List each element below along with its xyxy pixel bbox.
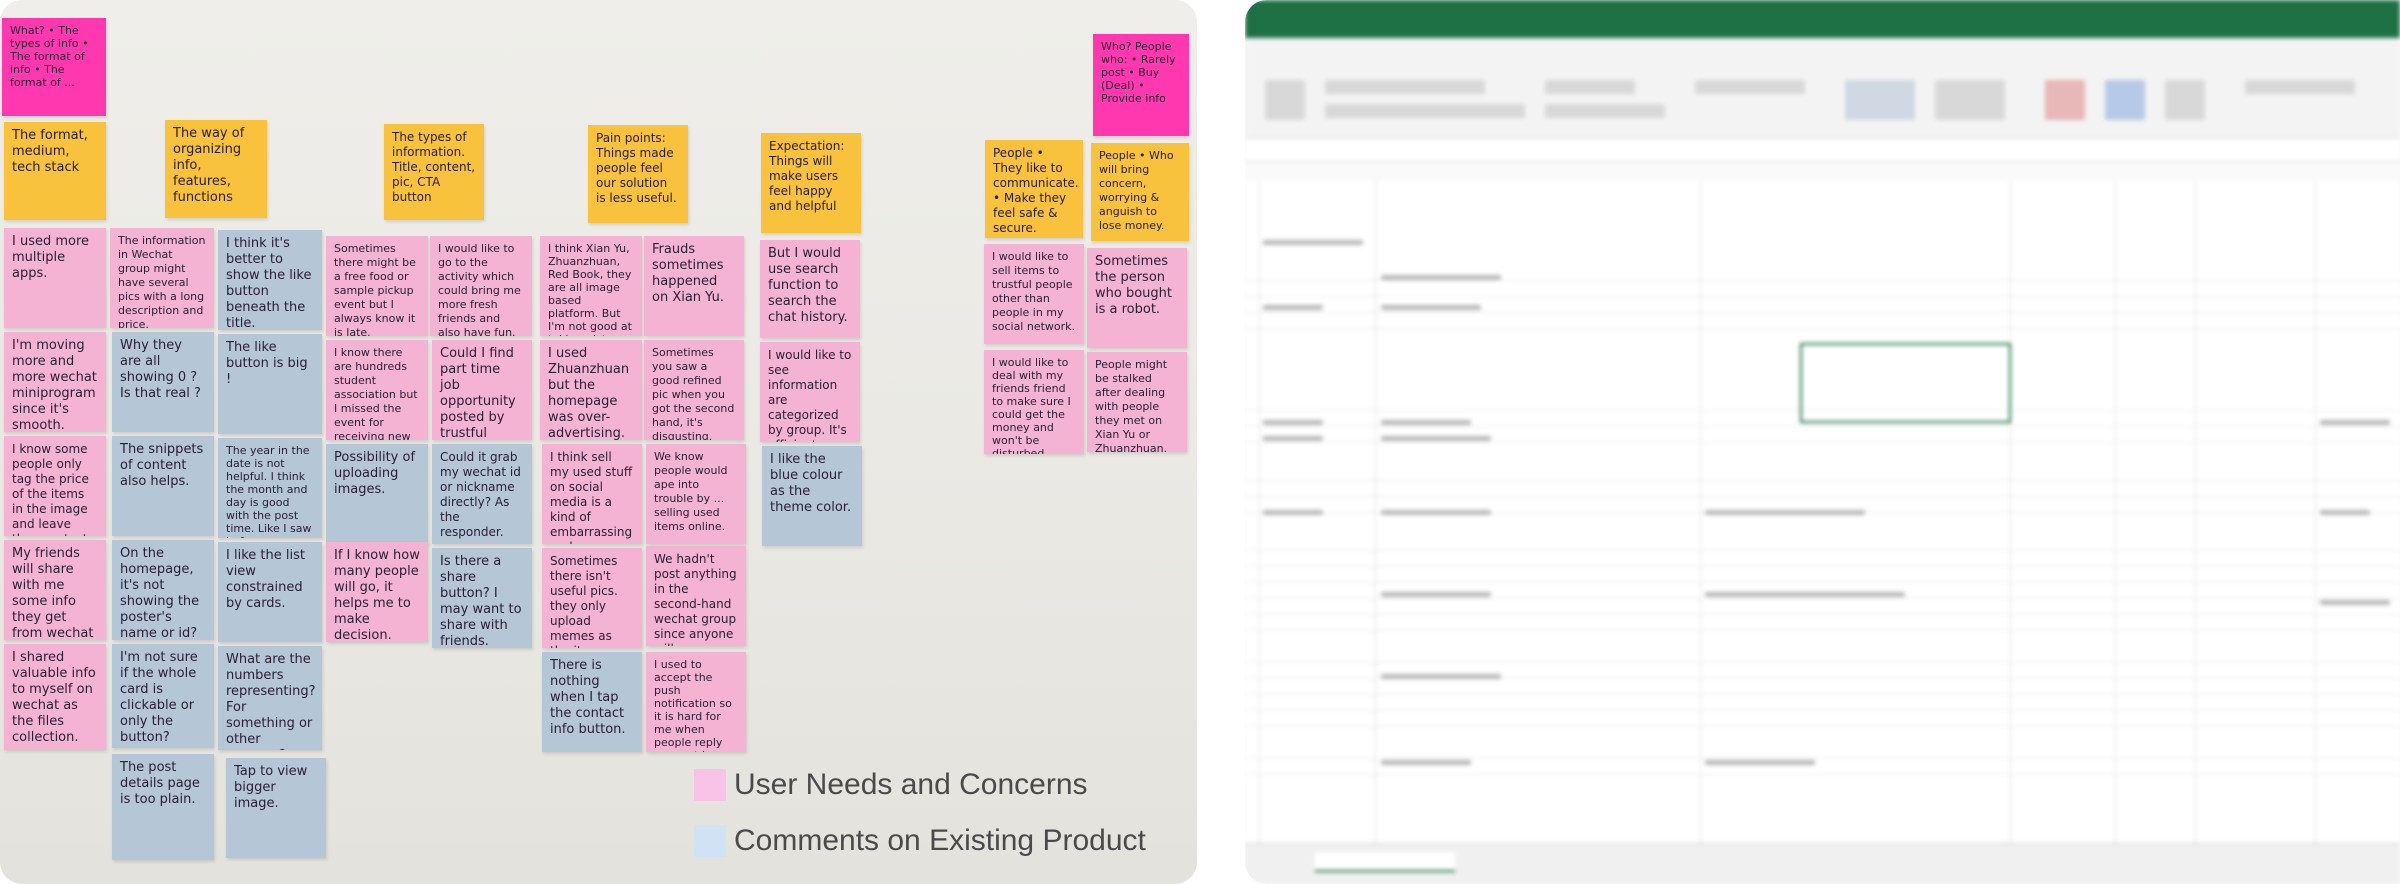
- note-comment: On the homepage, it's not showing the po…: [112, 540, 214, 640]
- note-need: Could I find part time job opportunity p…: [432, 340, 532, 440]
- legend-swatch-needs: [694, 769, 726, 801]
- affinity-wall-photo: What? • The types of info • The format o…: [0, 0, 1197, 884]
- note-comment: I like the list view constrained by card…: [218, 542, 322, 642]
- spreadsheet-blurred-content: [1245, 0, 2400, 884]
- note-need: Sometimes there might be a free food or …: [326, 236, 428, 336]
- note-need: Sometimes the person who bought is a rob…: [1087, 248, 1187, 348]
- note-need: If I know how many people will go, it he…: [326, 542, 428, 642]
- note-need: I would like to see information are cate…: [760, 342, 860, 442]
- note-need: But I would use search function to searc…: [760, 240, 860, 338]
- note-need: People might be stalked after dealing wi…: [1087, 352, 1187, 452]
- note-way: The way of organizing info, features, fu…: [165, 120, 267, 218]
- legend-item-comments: Comments on Existing Product: [694, 824, 1146, 858]
- note-need: I would like to go to the activity which…: [430, 236, 532, 336]
- note-comment: I think it's better to show the like but…: [218, 230, 322, 330]
- spreadsheet-sheet-tabs: [1245, 843, 2400, 884]
- note-need: I would like to sell items to trustful p…: [984, 244, 1084, 344]
- selected-cell: [1800, 343, 2011, 423]
- note-comment: Possibility of uploading images.: [326, 444, 428, 544]
- legend-label-comments: Comments on Existing Product: [734, 824, 1146, 857]
- note-comment: Could it grab my wechat id or nickname d…: [432, 444, 532, 544]
- legend-label-needs: User Needs and Concerns: [734, 768, 1088, 801]
- sheet-tab: [1315, 852, 1455, 872]
- note-need: I know some people only tag the price of…: [4, 436, 106, 536]
- note-need: The information in Wechat group might ha…: [110, 228, 214, 328]
- note-expectation: Expectation: Things will make users feel…: [761, 133, 861, 233]
- note-people-communicate: People • They like to communicate. • Mak…: [985, 140, 1083, 238]
- note-need: I think sell my used stuff on social med…: [542, 444, 642, 544]
- legend-swatch-comments: [694, 825, 726, 857]
- note-need: Frauds sometimes happened on Xian Yu.: [644, 236, 744, 336]
- note-need: Sometimes there isn't useful pics. they …: [542, 548, 642, 648]
- spreadsheet-ribbon-tabs: [1245, 38, 2400, 68]
- note-comment: The year in the date is not helpful. I t…: [218, 438, 322, 538]
- note-types: The types of information. Title, content…: [384, 124, 484, 220]
- note-pain-points: Pain points: Things made people feel our…: [588, 125, 688, 223]
- spreadsheet-grid: [1245, 180, 2400, 844]
- note-need: I used to accept the push notification s…: [646, 652, 746, 752]
- spreadsheet-titlebar: [1245, 0, 2400, 38]
- note-need: Sometimes you saw a good refined pic whe…: [644, 340, 744, 440]
- note-comment: Is there a share button? I may want to s…: [432, 548, 532, 648]
- note-comment: I'm not sure if the whole card is clicka…: [112, 644, 214, 748]
- note-need: I used more multiple apps.: [4, 228, 106, 328]
- note-need: I know there are hundreds student associ…: [326, 340, 428, 440]
- legend: User Needs and Concerns Comments on Exis…: [694, 768, 1146, 880]
- note-need: I think Xian Yu, Zhuanzhuan, Red Book, t…: [540, 236, 642, 336]
- note-comment: Why they are all showing 0 ? Is that rea…: [112, 332, 214, 432]
- note-comment: The post details page is too plain.: [112, 754, 214, 860]
- note-comment: Tap to view bigger image.: [226, 758, 326, 858]
- note-need: I would like to deal with my friends fri…: [984, 350, 1084, 454]
- spreadsheet-formula-bar: [1245, 139, 2400, 162]
- note-what: What? • The types of info • The format o…: [2, 18, 106, 116]
- note-comment: The snippets of content also helps.: [112, 436, 214, 536]
- note-comment: I like the blue colour as the theme colo…: [762, 446, 862, 546]
- legend-item-needs: User Needs and Concerns: [694, 768, 1146, 802]
- note-need: I'm moving more and more wechat miniprog…: [4, 332, 106, 432]
- note-comment: There is nothing when I tap the contact …: [542, 652, 642, 752]
- note-who: Who? People who: • Rarely post • Buy (De…: [1093, 34, 1189, 136]
- spreadsheet-window: [1245, 0, 2400, 884]
- note-need: We hadn't post anything in the second-ha…: [646, 546, 746, 646]
- note-people-concern: People • Who will bring concern, worryin…: [1091, 143, 1189, 241]
- spreadsheet-ribbon: [1245, 68, 2400, 139]
- note-format: The format, medium, tech stack: [4, 122, 106, 220]
- note-need: We know people would ape into trouble by…: [646, 444, 746, 544]
- note-need: My friends will share with me some info …: [4, 540, 106, 640]
- note-need: I used Zhuanzhuan but the homepage was o…: [540, 340, 642, 440]
- note-comment: What are the numbers representing? For s…: [218, 646, 322, 750]
- note-comment: The like button is big !: [218, 334, 322, 434]
- note-need: I shared valuable info to myself on wech…: [4, 644, 106, 750]
